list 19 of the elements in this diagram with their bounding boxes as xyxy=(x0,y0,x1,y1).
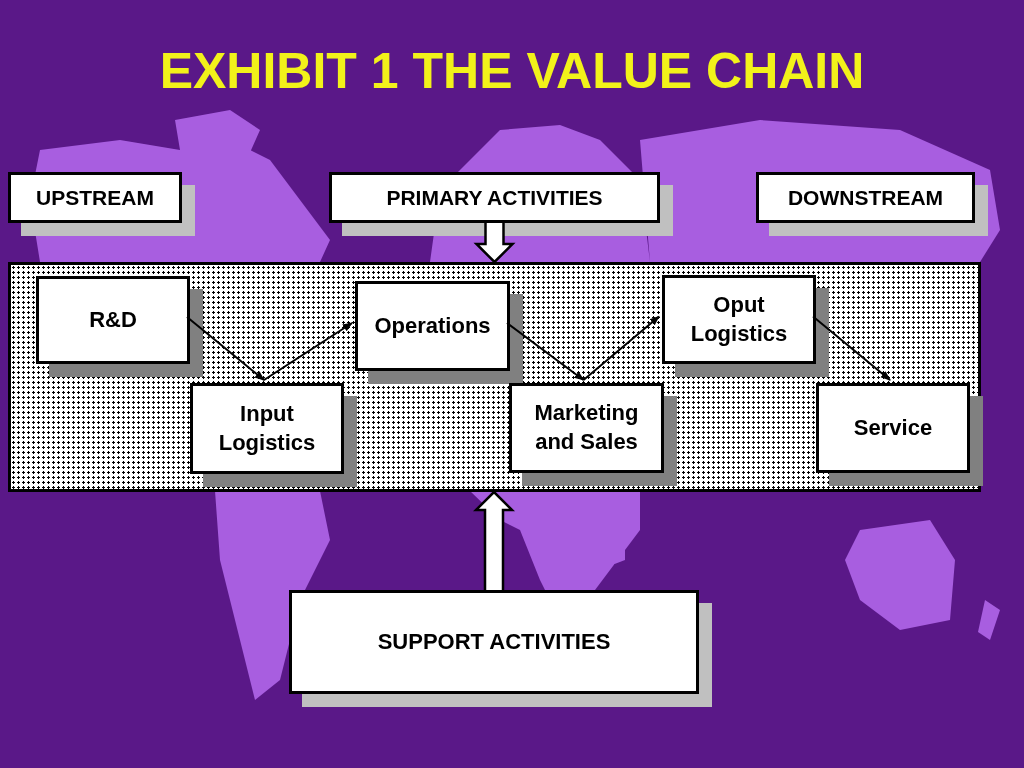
box-label: DOWNSTREAM xyxy=(787,184,944,211)
shaded-band xyxy=(8,262,981,492)
title: EXHIBIT 1 THE VALUE CHAIN xyxy=(158,42,866,100)
box-label: Marketing and Sales xyxy=(533,399,640,456)
block-arrow xyxy=(473,221,516,264)
box-label: SUPPORT ACTIVITIES xyxy=(377,627,611,656)
box-label: UPSTREAM xyxy=(36,184,154,211)
box-label: PRIMARY ACTIVITIES xyxy=(386,184,603,211)
box-label: Input Logistics xyxy=(217,399,317,457)
arrow xyxy=(506,322,585,381)
box-label: Oput Logistics xyxy=(689,290,789,348)
block-arrow xyxy=(473,490,515,592)
arrow xyxy=(186,316,265,381)
box-label: Service xyxy=(853,413,933,442)
box-label: Operations xyxy=(374,311,491,340)
arrow xyxy=(812,315,891,381)
arrow xyxy=(263,322,353,381)
box-label: R&D xyxy=(89,305,137,334)
arrow xyxy=(582,315,660,381)
